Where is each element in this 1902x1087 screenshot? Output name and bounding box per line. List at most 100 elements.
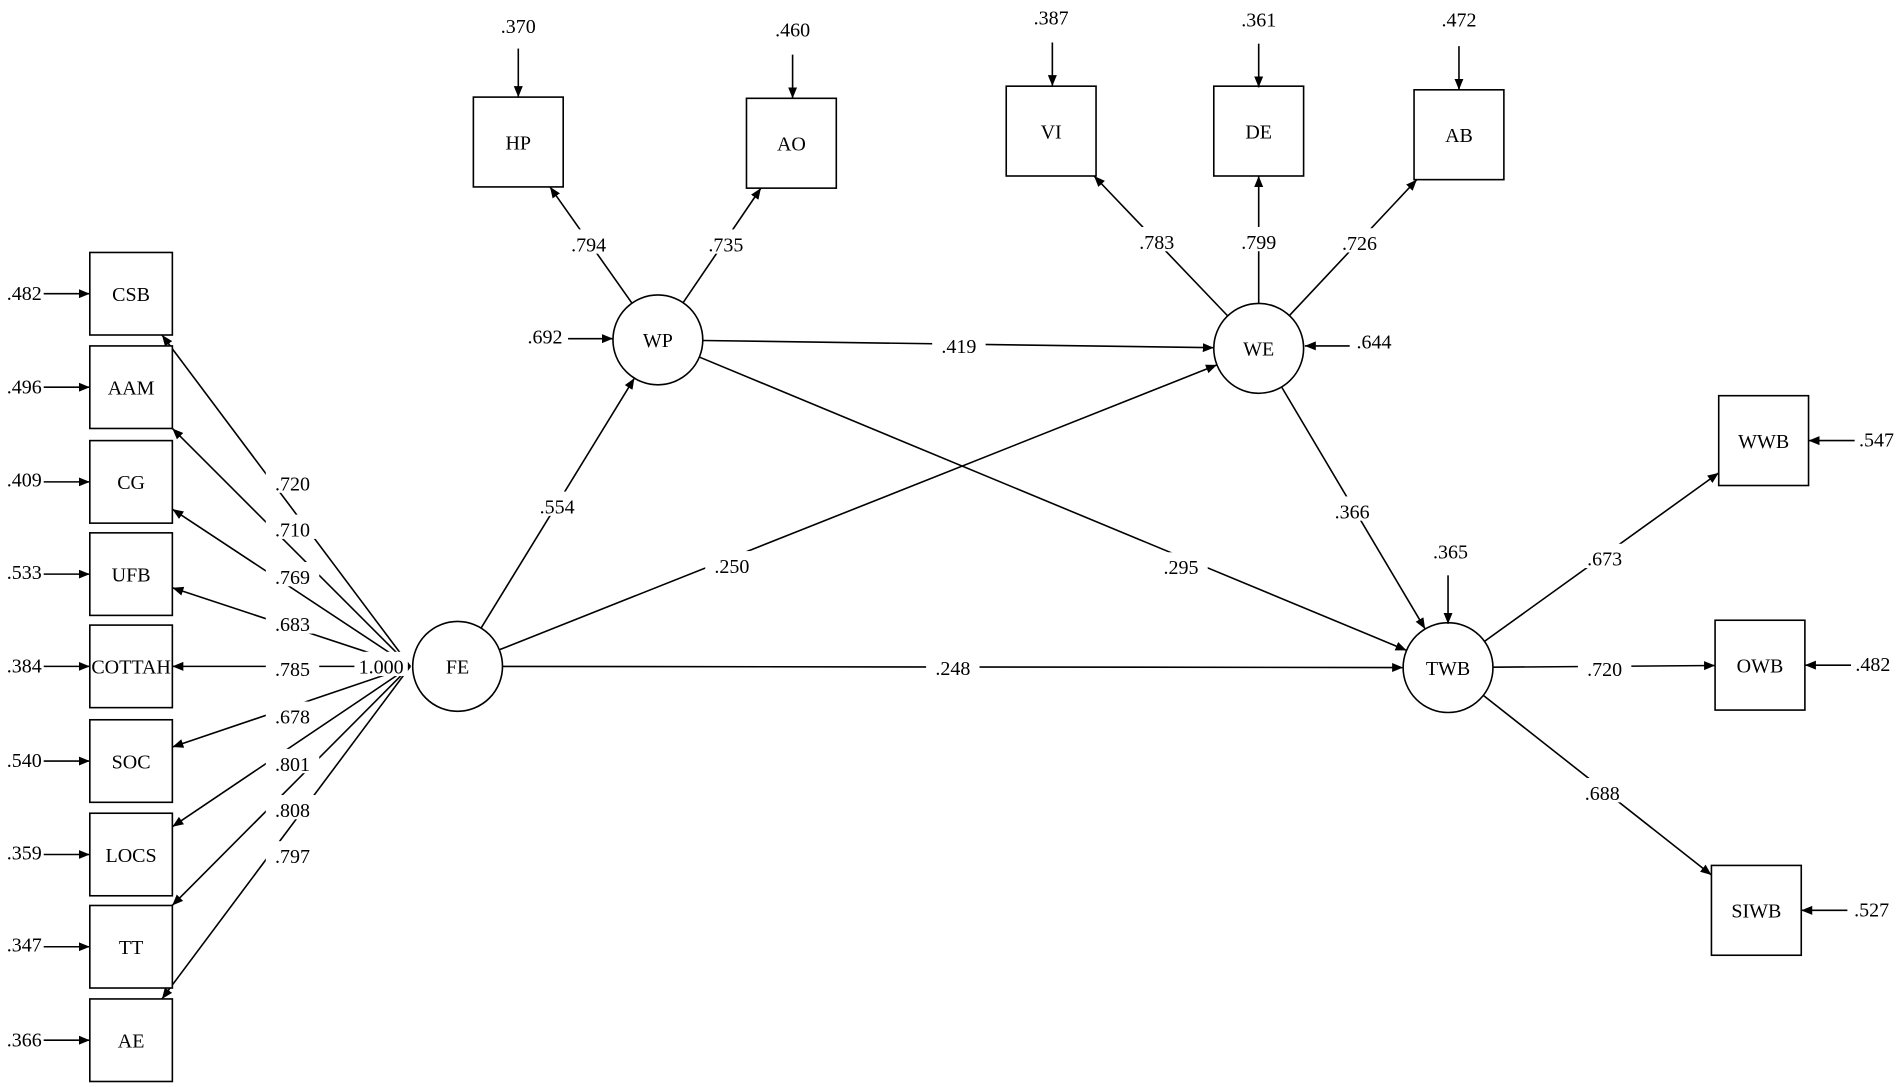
node-label-wp: WP: [643, 330, 673, 352]
path-coefficient-we-ab: .726: [1342, 233, 1377, 255]
indicator-siwb-box: [1710, 864, 1803, 957]
path-label-bg: [265, 561, 320, 587]
error-de-value: .361: [1241, 10, 1276, 32]
fe-variance-label: 1.000: [359, 657, 404, 679]
path-coefficient-fe-ae: .797: [275, 846, 310, 868]
node-label-ab: AB: [1445, 125, 1473, 147]
path-label-bg: [1577, 654, 1632, 679]
path-coefficient-fe-wp: .554: [540, 496, 575, 518]
latent-wp-circle: [612, 294, 704, 386]
node-label-fe: FE: [446, 657, 469, 679]
node-label-owb: OWB: [1737, 655, 1784, 677]
path-coefficient-we-de: .799: [1241, 232, 1276, 254]
fe-variance-bg: [354, 651, 408, 677]
path-coefficient-fe-twb: .248: [935, 658, 970, 680]
path-coefficient-fe-cg: .769: [275, 567, 310, 589]
indicator-vi-box: [1005, 85, 1097, 177]
path-coefficient-fe-tt: .808: [275, 800, 310, 822]
path-coefficient-fe-ufb: .683: [275, 614, 310, 636]
path-label-bg: [1231, 226, 1286, 252]
path-coefficient-fe-locs: .801: [275, 754, 310, 776]
node-label-locs: LOCS: [106, 845, 157, 867]
node-label-ae: AE: [118, 1030, 145, 1052]
indicator-tt-box: [89, 904, 174, 989]
indicator-ufb-box: [89, 532, 174, 617]
indicator-hp-box: [472, 96, 564, 188]
path-label-bg: [265, 609, 320, 634]
path-label-bg: [1325, 496, 1379, 521]
error-we-value: .644: [1357, 331, 1392, 353]
indicator-ao-box: [745, 97, 838, 189]
path-coefficient-we-vi: .783: [1139, 232, 1174, 254]
path-label-bg: [561, 229, 616, 254]
error-ao-value: .460: [775, 19, 810, 41]
path-fe-tt-arrow: [171, 665, 411, 907]
indicator-soc-box: [89, 718, 174, 804]
path-fe-cg-arrow: [171, 508, 411, 668]
path-fe-aam-arrow: [171, 427, 411, 667]
path-label-bg: [705, 551, 759, 576]
indicator-owb-box: [1714, 619, 1806, 711]
path-coefficient-wp-twb: .295: [1164, 557, 1199, 579]
path-coefficient-twb-siwb: .688: [1585, 783, 1620, 805]
error-ufb-value: .533: [7, 562, 42, 584]
indicator-cottah-box: [89, 624, 174, 709]
path-label-bg: [265, 701, 320, 726]
error-vi-value: .387: [1034, 7, 1069, 29]
node-label-de: DE: [1245, 121, 1272, 143]
node-label-soc: SOC: [112, 751, 151, 773]
node-label-hp: HP: [505, 132, 531, 154]
path-label-bg: [926, 653, 980, 678]
error-hp-value: .370: [501, 16, 536, 38]
error-tt-value: .347: [7, 935, 42, 957]
path-label-bg: [1332, 228, 1387, 253]
error-owb-value: .482: [1855, 654, 1890, 676]
path-fe-we-arrow: [499, 364, 1218, 651]
path-coefficient-fe-csb: .720: [275, 473, 310, 495]
path-label-bg: [265, 468, 320, 493]
node-label-tt: TT: [119, 937, 143, 959]
error-csb-value: .482: [7, 283, 42, 305]
path-label-bg: [265, 748, 320, 774]
path-coefficient-wp-hp: .794: [571, 234, 606, 256]
path-label-bg: [265, 514, 320, 539]
path-coefficient-wp-we: .419: [941, 336, 976, 358]
path-label-bg: [1575, 778, 1629, 803]
latent-we-circle: [1212, 302, 1305, 395]
path-wp-twb-arrow: [699, 356, 1407, 652]
error-cottah-value: .384: [7, 655, 42, 677]
path-coefficient-fe-cottah: .785: [275, 659, 310, 681]
indicator-locs-box: [89, 812, 174, 897]
latent-fe-circle: [411, 620, 504, 713]
error-soc-value: .540: [7, 750, 42, 772]
error-siwb-value: .527: [1854, 899, 1889, 921]
path-coefficient-twb-owb: .720: [1587, 659, 1622, 681]
path-coefficient-fe-aam: .710: [275, 519, 310, 541]
path-label-bg: [265, 795, 320, 820]
error-ab-value: .472: [1441, 10, 1476, 32]
node-label-cg: CG: [117, 472, 145, 494]
path-label-bg: [265, 841, 320, 866]
error-aam-value: .496: [7, 376, 42, 398]
node-label-siwb: SIWB: [1731, 901, 1781, 923]
indicator-cg-box: [89, 439, 174, 524]
indicator-wwb-box: [1717, 394, 1810, 487]
node-label-vi: VI: [1041, 121, 1062, 143]
node-label-cottah: COTTAH: [91, 657, 171, 679]
error-ae-value: .366: [7, 1029, 42, 1051]
error-wp-value: .692: [527, 327, 562, 349]
error-twb-value: .365: [1433, 541, 1468, 563]
node-label-aam: AAM: [108, 377, 155, 399]
node-label-twb: TWB: [1426, 658, 1470, 680]
path-coefficient-twb-wwb: .673: [1587, 549, 1622, 571]
path-label-bg: [932, 331, 986, 356]
path-label-bg: [1577, 543, 1632, 569]
path-label-bg: [265, 654, 320, 679]
path-label-bg: [1154, 552, 1208, 577]
path-coefficient-we-twb: .366: [1335, 501, 1370, 523]
error-wwb-value: .547: [1859, 430, 1894, 452]
error-locs-value: .359: [7, 842, 42, 864]
indicator-aam-box: [89, 345, 174, 430]
path-fe-locs-arrow: [171, 665, 411, 828]
